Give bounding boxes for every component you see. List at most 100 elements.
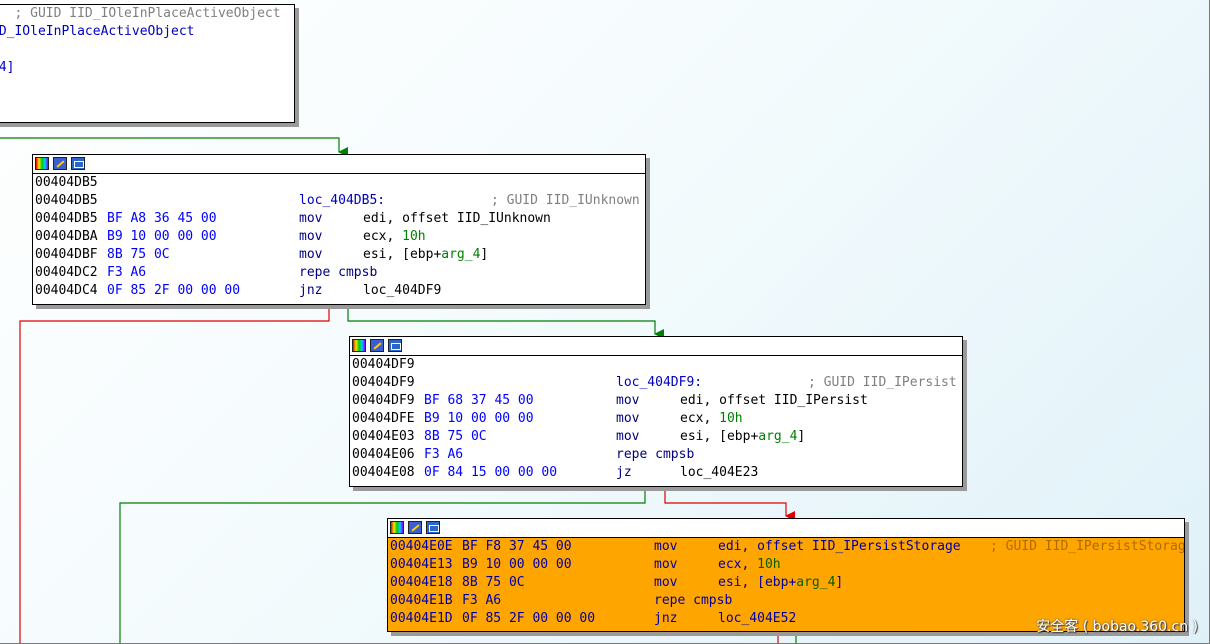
mnemonic: mov [616,392,639,410]
code-line: _4] [0,59,294,77]
opcode-bytes: F3 A6 [462,592,501,610]
opcode-bytes: 8B 75 0C [107,246,170,264]
code-line[interactable]: 00404DF9 loc_404DF9: ; GUID IID_IPersist [350,374,962,392]
code-label: loc_404DF9: [616,374,702,392]
graph-overview-icon[interactable] [388,339,402,352]
watermark: 安全客 ( bobao.360.cn ) [1036,616,1198,636]
operands: ecx, 10h [680,410,743,428]
mnemonic: jnz [654,610,677,628]
operands: ecx, 10h [718,556,781,574]
code-block-404E0E[interactable]: 00404E0E BF F8 37 45 00 mov edi, offset IID… [387,518,1185,632]
address-text: 00404DF9 [352,374,415,392]
mnemonic: mov [654,556,677,574]
edge-true-top-to-404DB5 [0,138,339,152]
code-comment: ; GUID IID_IPersist [808,374,957,392]
address-text: 00404DFE [352,410,415,428]
mnemonic: mov [616,428,639,446]
opcode-bytes: BF F8 37 45 00 [462,538,572,556]
address-text: 00404DBA [35,228,98,246]
code-line[interactable]: 00404E038B 75 0Cmovesi, [ebp+arg_4] [350,428,962,446]
edge-false-404DC4 [20,306,329,644]
address-text: 00404DF9 [352,392,415,410]
code-line[interactable]: 00404DBF8B 75 0Cmovesi, [ebp+arg_4] [33,246,645,264]
graph-overview-icon[interactable] [426,521,440,534]
mnemonic: jz [616,464,632,482]
code-line: ; GUID IID_IOleInPlaceActiveObject [0,5,294,23]
code-line[interactable]: 00404DFE B9 10 00 00 00 mov ecx, 10h [350,410,962,428]
address-text: 00404DB5 [35,174,98,192]
address-text: 00404E1B [390,592,453,610]
opcode-bytes: 8B 75 0C [462,574,525,592]
code-line[interactable]: 00404DC40F 85 2F 00 00 00jnzloc_404DF9 [33,282,645,300]
address-text: 00404E1D [390,610,453,628]
address-text: 00404E06 [352,446,415,464]
code-line[interactable]: 00404E1B F3 A6 repe cmpsb [388,592,1184,610]
operands: esi, [ebp+arg_4] [363,246,488,264]
mnemonic: mov [299,228,322,246]
edge-true-404DC4-to-404DF9 [348,306,655,334]
address-text: 00404E03 [352,428,415,446]
opcode-bytes: 0F 85 2F 00 00 00 [462,610,595,628]
address-text: 00404E13 [390,556,453,574]
argument-token: arg_4 [796,575,835,590]
operands: edi, offset IID_IPersist [680,392,868,410]
address-text: 00404DB5 [35,210,98,228]
address-text: 00404DF9 [352,356,415,374]
code-line[interactable]: 00404DB5 BF A8 36 45 00 mov edi, offset IID… [33,210,645,228]
opcode-bytes: F3 A6 [424,446,463,464]
code-comment: ; GUID IID_IPersistStorage [990,538,1185,556]
operands: loc_404DF9 [363,282,441,300]
opcode-bytes: B9 10 00 00 00 [462,556,572,574]
code-line[interactable]: 00404E080F 84 15 00 00 00jzloc_404E23 [350,464,962,482]
code-block-404DF9[interactable]: 00404DF900404DF9loc_404DF9:; GUID IID_IP… [349,336,963,487]
code-line[interactable]: 00404DBAB9 10 00 00 00movecx, 10h [33,228,645,246]
graph-overview-icon[interactable] [71,157,85,170]
edit-node-icon[interactable] [53,157,67,170]
node-colors-icon[interactable] [35,157,49,170]
mnemonic: repe cmpsb [616,446,694,464]
code-line: ID_IOleInPlaceActiveObject [0,23,294,41]
mnemonic: mov [299,210,322,228]
address-text: 00404E0E [390,538,453,556]
code-line[interactable]: 00404E06 F3 A6 repe cmpsb [350,446,962,464]
operands: loc_404E52 [718,610,796,628]
mnemonic: mov [654,538,677,556]
code-block-top[interactable]: ; GUID IID_IOleInPlaceActiveObject ID_IO… [0,4,295,123]
immediate-value: 10h [757,557,780,572]
operands: edi, offset IID_IUnknown [363,210,551,228]
operands: esi, [ebp+arg_4] [680,428,805,446]
edge-false-404E08-to-404E0E [665,488,786,516]
node-colors-icon[interactable] [390,521,404,534]
opcode-bytes: B9 10 00 00 00 [424,410,534,428]
code-line[interactable]: 00404E0E BF F8 37 45 00 mov edi, offset IID… [388,538,1184,556]
mnemonic: mov [616,410,639,428]
code-line[interactable]: 00404DB5loc_404DB5:; GUID IID_IUnknown [33,192,645,210]
address-text: 00404DB5 [35,192,98,210]
address-text: 00404DC2 [35,264,98,282]
operands: edi, offset IID_IPersistStorage [718,538,961,556]
opcode-bytes: BF A8 36 45 00 [107,210,217,228]
mnemonic: repe cmpsb [654,592,732,610]
opcode-bytes: 0F 84 15 00 00 00 [424,464,557,482]
edit-node-icon[interactable] [408,521,422,534]
code-label: loc_404DB5: [299,192,385,210]
edit-node-icon[interactable] [370,339,384,352]
immediate-value: 10h [402,229,425,244]
mnemonic: repe cmpsb [299,264,377,282]
code-line[interactable]: 00404DB5 [33,174,645,192]
code-line[interactable]: 00404DF9 BF 68 37 45 00 mov edi, offset IID… [350,392,962,410]
node-toolbar [388,519,1184,538]
node-colors-icon[interactable] [352,339,366,352]
opcode-bytes: BF 68 37 45 00 [424,392,534,410]
mnemonic: mov [654,574,677,592]
operands: loc_404E23 [680,464,758,482]
code-block-404DB5[interactable]: 00404DB500404DB5loc_404DB5:; GUID IID_IU… [32,154,646,305]
code-line[interactable]: 00404DC2F3 A6repe cmpsb [33,264,645,282]
mnemonic: mov [299,246,322,264]
code-line[interactable]: 00404E13 B9 10 00 00 00 mov ecx, 10h [388,556,1184,574]
node-toolbar [33,155,645,174]
code-line[interactable]: 00404DF9 [350,356,962,374]
address-text: 00404DC4 [35,282,98,300]
code-line[interactable]: 00404E188B 75 0Cmovesi, [ebp+arg_4] [388,574,1184,592]
node-toolbar [350,337,962,356]
